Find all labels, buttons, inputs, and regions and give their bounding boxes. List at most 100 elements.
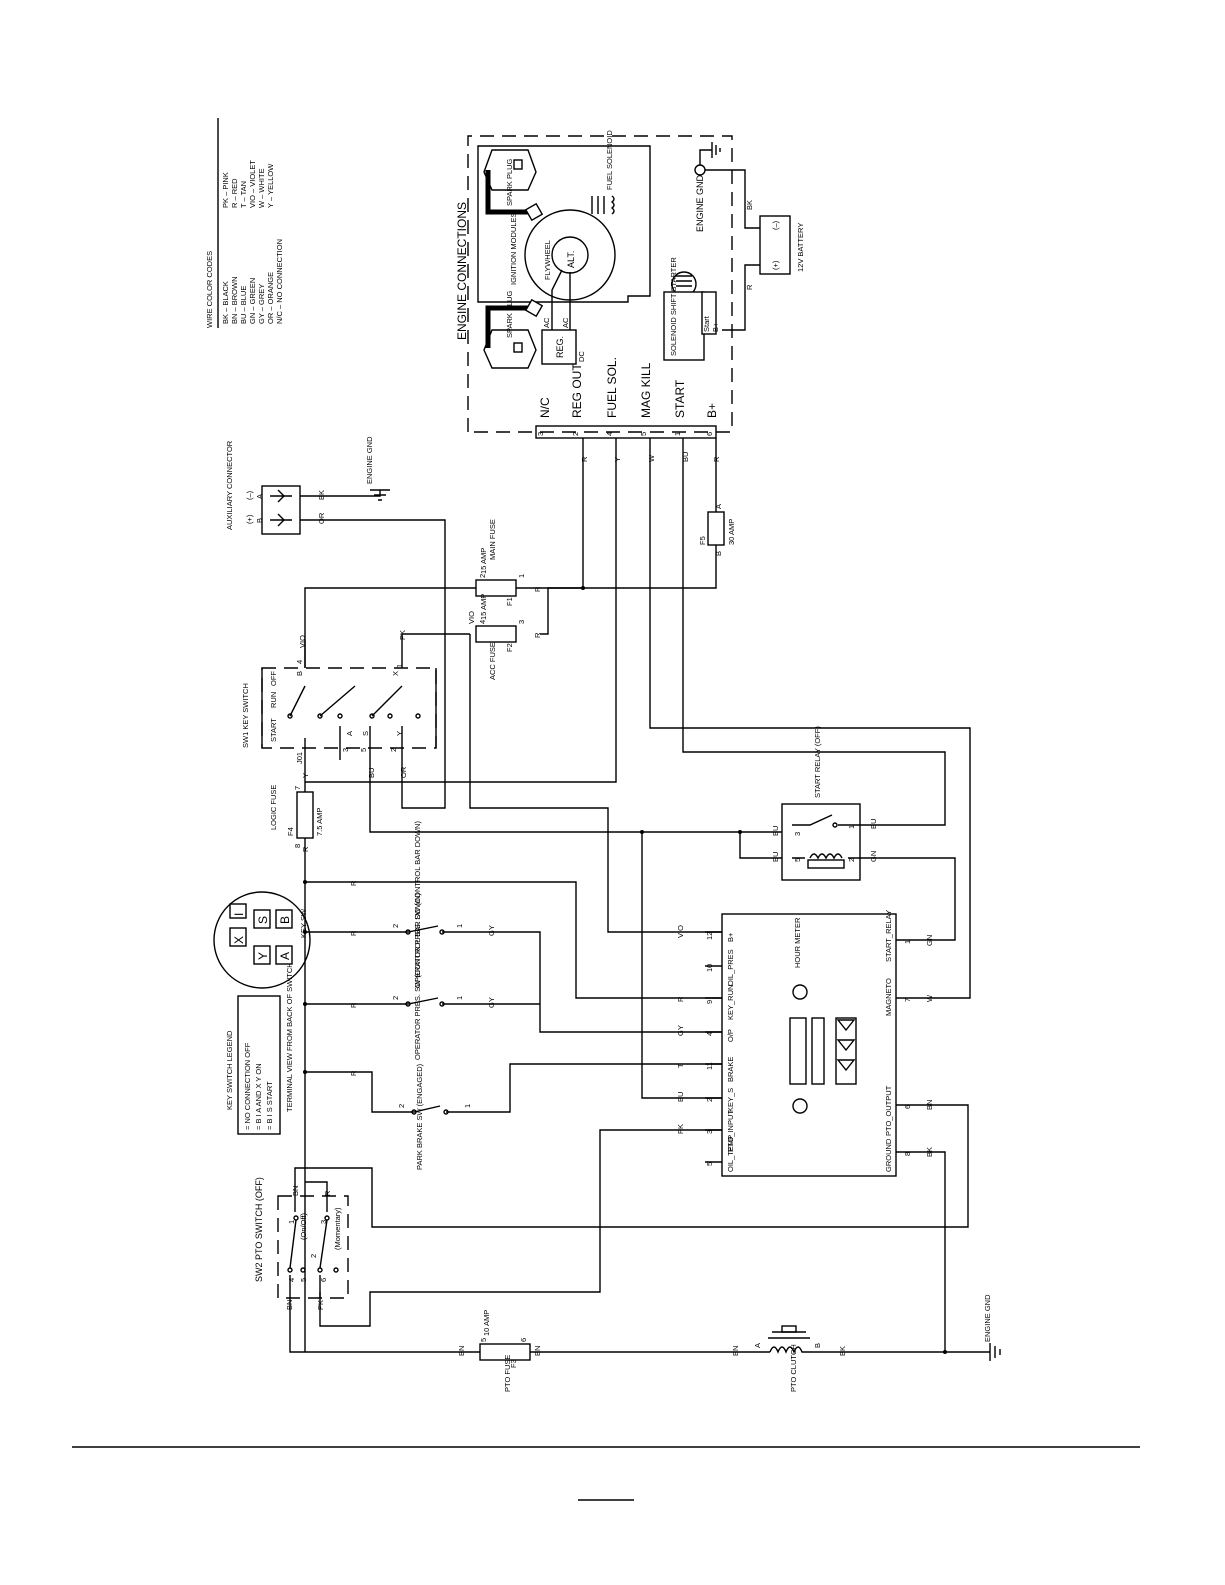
- svg-text:GY: GY: [487, 925, 496, 936]
- svg-text:= B I S START: = B I S START: [265, 1081, 274, 1130]
- svg-text:PTO_OUTPUT: PTO_OUTPUT: [884, 1085, 893, 1136]
- regulator: [541, 329, 577, 365]
- svg-text:4: 4: [287, 1278, 296, 1282]
- svg-text:AC: AC: [561, 317, 570, 328]
- svg-text:R: R: [533, 586, 542, 592]
- svg-text:(+): (+): [245, 514, 254, 524]
- spark-plug-label-1: SPARK PLUG: [505, 158, 514, 206]
- code-gy: GY – GREY: [257, 284, 266, 324]
- svg-text:6: 6: [903, 1105, 912, 1109]
- svg-text:1: 1: [903, 940, 912, 944]
- svg-text:3: 3: [536, 432, 545, 436]
- svg-text:VIO: VIO: [467, 611, 476, 624]
- alt-label: ALT.: [566, 251, 576, 268]
- svg-text:3: 3: [319, 1220, 328, 1224]
- svg-text:O/P: O/P: [726, 1029, 735, 1042]
- svg-text:GN: GN: [925, 935, 934, 946]
- svg-text:A: A: [278, 952, 292, 960]
- svg-text:3: 3: [793, 832, 802, 836]
- svg-text:(Momentary): (Momentary): [333, 1207, 342, 1250]
- svg-text:R: R: [349, 930, 358, 936]
- code-bk: BK – BLACK: [221, 281, 230, 324]
- svg-text:2: 2: [389, 748, 398, 752]
- svg-text:X: X: [232, 936, 246, 944]
- svg-text:1: 1: [847, 825, 856, 829]
- pto-gnd-label: ENGINE GND: [983, 1294, 992, 1342]
- svg-text:BK: BK: [317, 490, 326, 500]
- svg-text:KEY SWITCH LEGEND: KEY SWITCH LEGEND: [225, 1030, 234, 1110]
- svg-text:5: 5: [639, 432, 648, 436]
- svg-text:B+: B+: [726, 932, 735, 942]
- svg-text:MAG KILL: MAG KILL: [639, 362, 653, 418]
- svg-text:KEY SW: KEY SW: [299, 908, 308, 938]
- fuse-acc: 4 3 F2 15 AMP ACC FUSE: [475, 594, 526, 680]
- ignition-modules-label: IGNITION MODULES: [509, 212, 518, 285]
- svg-text:10: 10: [705, 964, 714, 972]
- svg-text:BN: BN: [291, 1186, 300, 1196]
- svg-text:(+): (+): [771, 260, 780, 270]
- svg-text:BN: BN: [457, 1346, 466, 1356]
- engine-ground: ENGINE GND: [694, 142, 721, 232]
- svg-text:BN: BN: [285, 1300, 294, 1310]
- svg-text:OR: OR: [399, 766, 408, 778]
- pto-clutch: A B PTO CLUTCH ENGINE GND: [753, 1294, 992, 1392]
- svg-text:2: 2: [705, 1098, 714, 1102]
- fuse-logic: 7 8 F4 7.5 AMP LOGIC FUSE: [269, 785, 324, 848]
- svg-text:BK: BK: [925, 1147, 934, 1157]
- svg-text:1: 1: [287, 1220, 296, 1224]
- svg-text:30 AMP: 30 AMP: [727, 519, 736, 545]
- svg-text:MAIN FUSE: MAIN FUSE: [488, 519, 497, 560]
- svg-text:BU: BU: [681, 452, 690, 462]
- svg-text:R: R: [676, 996, 685, 1002]
- aux-label: AUXILIARY CONNECTOR: [225, 440, 234, 530]
- svg-text:R: R: [745, 284, 754, 290]
- svg-text:OPERATOR PRES. SW (CONTROL BAR: OPERATOR PRES. SW (CONTROL BAR DOWN): [413, 821, 422, 988]
- operator-switch-1: 2 1 OPERATOR PRES. SW (CONTROL BAR DOWN): [391, 821, 464, 988]
- svg-text:BU: BU: [367, 768, 376, 778]
- svg-text:BN: BN: [731, 1346, 740, 1356]
- svg-text:PTO FUSE: PTO FUSE: [503, 1355, 512, 1392]
- svg-text:DC: DC: [577, 351, 586, 362]
- svg-text:BU: BU: [869, 819, 878, 829]
- svg-text:GN: GN: [869, 851, 878, 862]
- svg-text:6: 6: [319, 1278, 328, 1282]
- pto-switch: 1 2 3 4 5 6 (On/Off) (Momentary) SW2 PTO…: [254, 1177, 349, 1299]
- battery: 12V BATTERY (–) (+) BK R: [705, 169, 805, 331]
- svg-text:OFF: OFF: [269, 671, 278, 686]
- svg-text:X: X: [391, 671, 400, 676]
- svg-text:B: B: [278, 916, 292, 924]
- svg-text:8: 8: [903, 1152, 912, 1156]
- svg-text:A: A: [753, 1343, 762, 1348]
- svg-text:= B I A AND X Y ON: = B I A AND X Y ON: [254, 1063, 263, 1130]
- spark-plug-bottom: SPARK PLUG: [483, 290, 544, 369]
- svg-text:W: W: [647, 454, 656, 462]
- engine-connections: ENGINE CONNECTIONS SPARK PLUG SPARK PLUG…: [455, 130, 805, 439]
- svg-text:2: 2: [571, 432, 580, 436]
- svg-text:B: B: [295, 671, 304, 676]
- engine-terminal-strip: [535, 425, 717, 439]
- svg-text:OIL_TEMP: OIL_TEMP: [726, 1135, 735, 1172]
- svg-text:PTO_INPUT: PTO_INPUT: [726, 1110, 735, 1152]
- fuel-solenoid-label: FUEL SOLENOID: [605, 130, 614, 190]
- svg-text:N/C: N/C: [538, 397, 552, 418]
- svg-text:2: 2: [478, 574, 487, 578]
- svg-text:Y: Y: [613, 457, 622, 462]
- fuse-f5: F5 30 AMP A B: [698, 504, 736, 556]
- svg-text:B: B: [813, 1343, 822, 1348]
- svg-text:A: A: [714, 504, 723, 509]
- svg-text:15 AMP: 15 AMP: [479, 594, 488, 620]
- svg-text:4: 4: [478, 620, 487, 624]
- svg-text:R: R: [323, 1190, 332, 1196]
- svg-text:R: R: [349, 1070, 358, 1076]
- svg-text:ACC FUSE: ACC FUSE: [488, 642, 497, 680]
- svg-text:KEY_S: KEY_S: [726, 1088, 735, 1112]
- svg-text:S: S: [361, 731, 370, 736]
- svg-text:FUEL SOL.: FUEL SOL.: [605, 357, 619, 418]
- svg-text:T: T: [676, 1063, 685, 1068]
- svg-text:LOGIC FUSE: LOGIC FUSE: [269, 785, 278, 830]
- svg-text:B+: B+: [705, 403, 719, 418]
- spark-plug-label-2: SPARK PLUG: [505, 290, 514, 338]
- svg-text:START_RELAY: START_RELAY: [884, 910, 893, 962]
- operator-switch-2: 2 1 OPERATOR PRES. SW (CONTROL BAR DOWN): [391, 893, 464, 1060]
- code-vio: VIO – VIOLET: [248, 160, 257, 208]
